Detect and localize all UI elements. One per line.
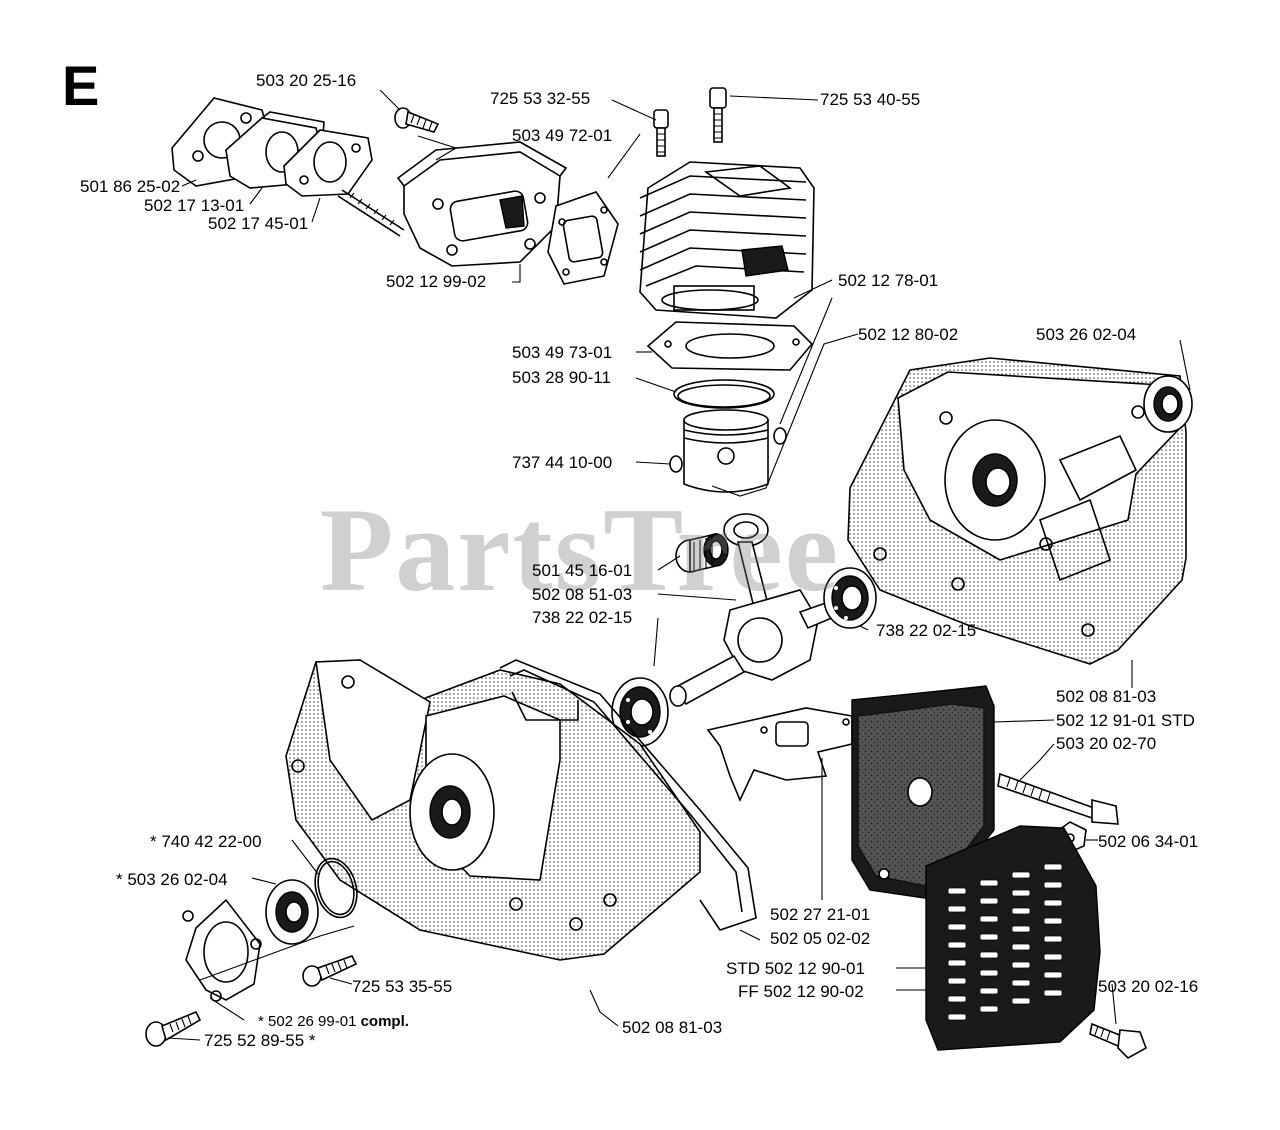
part-label-502-26-99-01-compl: compl. [360,1013,409,1030]
exhaust-gasket-503-49-72-01 [547,191,619,285]
screw-503-20-02-16 [1089,1022,1147,1059]
part-label-502-08-81-03-right[interactable]: 502 08 81-03 [1056,687,1157,706]
section-letter: E [62,54,100,117]
part-label-725-53-32-55[interactable]: 725 53 32-55 [490,89,591,108]
cylinder-base-gasket-503-49-73-01 [646,321,814,371]
part-label-502-26-99-01-number: * 502 26 99-01 [258,1013,357,1030]
stud-screw [337,189,405,237]
muffler-screw-503-20-02-70 [997,772,1119,825]
part-label-502-12-91-01-std[interactable]: 502 12 91-01 STD [1056,711,1195,730]
piston-ring-503-28-90-11 [673,379,775,409]
part-label-503-49-72-01[interactable]: 503 49 72-01 [512,126,613,145]
part-label-503-20-02-70[interactable]: 503 20 02-70 [1056,734,1157,753]
oil-seal-503-26-02-04-left [265,879,319,945]
bearing-738-22-02-15-left [611,677,669,747]
part-label-502-17-13-01[interactable]: 502 17 13-01 [144,196,245,215]
part-label-503-26-02-04[interactable]: 503 26 02-04 [1036,325,1137,344]
part-label-std-502-12-90-01[interactable]: STD 502 12 90-01 [726,959,865,978]
part-label-503-20-02-16[interactable]: 503 20 02-16 [1098,977,1199,996]
part-label-737-44-10-00[interactable]: 737 44 10-00 [512,453,613,472]
part-label-501-86-25-02[interactable]: 501 86 25-02 [80,177,181,196]
part-label-725-53-40-55[interactable]: 725 53 40-55 [820,90,921,109]
part-label-502-27-21-01[interactable]: 502 27 21-01 [770,905,871,924]
exhaust-flange-502-12-99-02 [396,141,568,267]
part-label-738-22-02-15-right[interactable]: 738 22 02-15 [876,621,977,640]
intake-gasket-502-17-45-01 [283,129,373,197]
cylinder-screw-725-53-40-55 [709,87,727,143]
piston-502-12-80-02 [683,409,769,493]
crankcase-left-502-08-81-03 [285,659,701,961]
screw-503-20-25-16 [394,107,440,133]
part-label-502-05-02-02[interactable]: 502 05 02-02 [770,929,871,948]
muffler-502-12-91-01 [851,685,995,901]
part-label-502-06-34-01[interactable]: 502 06 34-01 [1098,832,1199,851]
part-label-502-12-99-02[interactable]: 502 12 99-02 [386,272,487,291]
part-label-503-28-90-11[interactable]: 503 28 90-11 [512,368,611,387]
part-label-502-12-80-02[interactable]: 502 12 80-02 [858,325,959,344]
cylinder-502-12-78-01 [639,161,815,319]
screw-725-53-35-55 [302,955,358,987]
o-ring-740-42-22-00 [314,857,358,919]
muffler-cover-502-12-90-01 [925,825,1101,1051]
part-label-738-22-02-15[interactable]: 738 22 02-15 [532,608,633,627]
part-label-502-26-99-01[interactable]: * 502 26 99-01 compl. [258,1014,409,1029]
part-label-740-42-22-00[interactable]: * 740 42 22-00 [150,832,262,851]
part-label-725-53-35-55[interactable]: 725 53 35-55 [352,977,453,996]
cylinder-screw-725-53-32-55 [653,109,669,157]
watermark: PartsTree [320,483,840,616]
part-label-ff-502-12-90-02[interactable]: FF 502 12 90-02 [738,982,864,1001]
part-label-501-45-16-01[interactable]: 501 45 16-01 [532,561,633,580]
part-label-502-12-78-01[interactable]: 502 12 78-01 [838,271,939,290]
part-label-502-17-45-01[interactable]: 502 17 45-01 [208,214,309,233]
oil-seal-503-26-02-04 [1143,375,1193,433]
leader-lines [167,89,1191,1041]
seal-cover-502-26-99-01 [182,898,262,1002]
crankcase-right-502-08-81-03 [847,357,1187,665]
part-label-503-26-02-04-left[interactable]: * 503 26 02-04 [116,870,228,889]
heat-shield-502-27-21-01 [706,707,853,802]
screw-725-52-89-55 [145,1010,202,1047]
crankcase-gasket-502-05-02-02 [499,659,757,931]
bearing-738-22-02-15-right [823,567,877,629]
part-label-725-52-89-55[interactable]: 725 52 89-55 * [204,1031,316,1050]
part-label-502-08-81-03-left[interactable]: 502 08 81-03 [622,1018,723,1037]
part-label-503-20-25-16[interactable]: 503 20 25-16 [256,71,357,90]
part-label-502-08-51-03[interactable]: 502 08 51-03 [532,585,633,604]
needle-bearing-501-45-16-01 [675,532,729,574]
part-label-503-49-73-01[interactable]: 503 49 73-01 [512,343,613,362]
